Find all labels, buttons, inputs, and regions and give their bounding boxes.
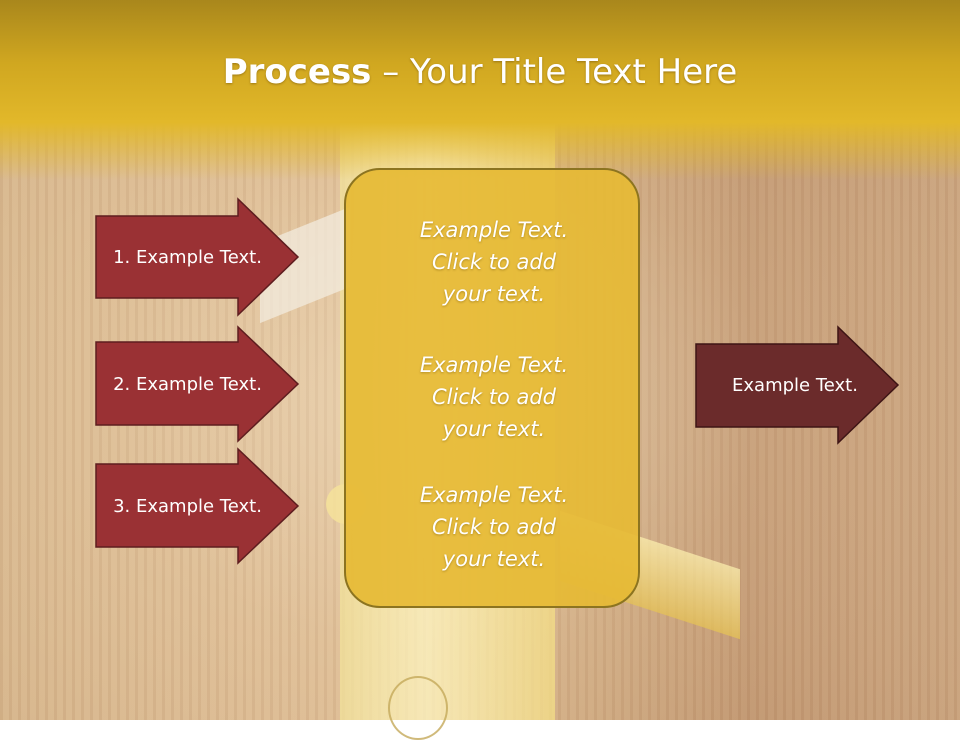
step-arrow-2-label: 2. Example Text. (113, 373, 262, 395)
output-arrow[interactable]: Example Text. (695, 325, 900, 445)
output-arrow-label: Example Text. (732, 374, 858, 396)
title-rest: – Your Title Text Here (371, 52, 738, 92)
title-banner (0, 0, 960, 180)
center-block-2-line-1: Example Text. (419, 353, 569, 377)
center-block-3-line-2: Click to add (431, 515, 556, 539)
center-block-1-line-3: your text. (442, 282, 546, 306)
center-block-2: Example Text. Click to add your text. (346, 349, 642, 445)
step-arrow-3-label: 3. Example Text. (113, 495, 262, 517)
center-block-2-line-2: Click to add (431, 385, 556, 409)
center-block-1: Example Text. Click to add your text. (346, 214, 642, 310)
center-block-1-line-2: Click to add (431, 250, 556, 274)
keyhole-image (388, 676, 448, 740)
step-arrow-1-label: 1. Example Text. (113, 246, 262, 268)
step-arrow-1[interactable]: 1. Example Text. (95, 197, 300, 317)
slide-title[interactable]: Process – Your Title Text Here (0, 52, 960, 92)
center-block-3-line-1: Example Text. (419, 483, 569, 507)
step-arrow-2[interactable]: 2. Example Text. (95, 325, 300, 443)
step-arrow-1-shape (95, 197, 300, 317)
center-block-1-line-1: Example Text. (419, 218, 569, 242)
output-arrow-shape (695, 325, 900, 445)
center-block-2-line-3: your text. (442, 417, 546, 441)
center-text-box[interactable]: Example Text. Click to add your text. Ex… (344, 168, 640, 608)
step-arrow-3-shape (95, 447, 300, 565)
step-arrow-2-shape (95, 325, 300, 443)
center-block-3: Example Text. Click to add your text. (346, 479, 642, 575)
step-arrow-3[interactable]: 3. Example Text. (95, 447, 300, 565)
title-bold: Process (222, 52, 372, 92)
center-block-3-line-3: your text. (442, 547, 546, 571)
